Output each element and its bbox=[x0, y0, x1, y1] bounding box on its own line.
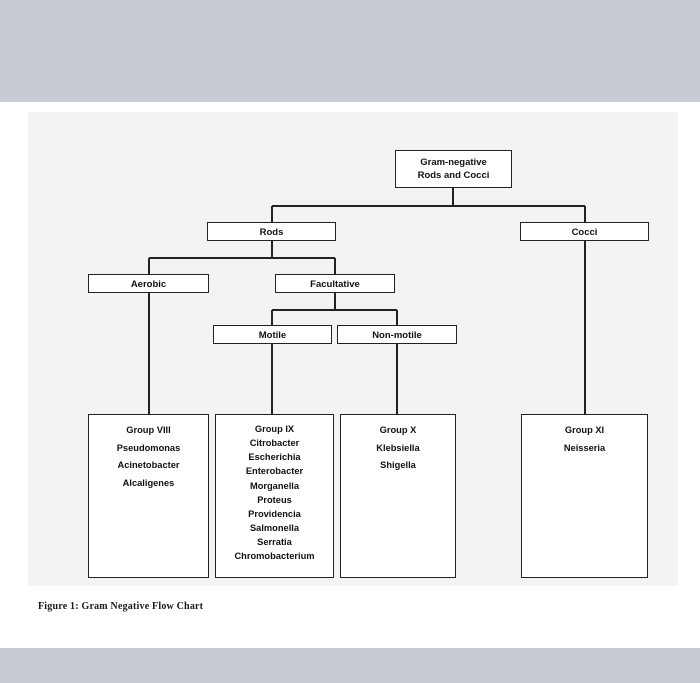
leaf-organism: Escherichia bbox=[248, 452, 301, 463]
leaf-title: Group IX bbox=[254, 424, 295, 434]
bottom-gray-band bbox=[0, 648, 700, 683]
leaf-organism: Proteus bbox=[257, 494, 292, 505]
node-nonmotile: Non-motile bbox=[337, 325, 457, 344]
node-aerobic: Aerobic bbox=[88, 274, 209, 293]
leaf-organism: Providencia bbox=[248, 508, 301, 519]
leaf-title: Group VIII bbox=[126, 425, 171, 435]
node-cocci-label: Cocci bbox=[571, 227, 598, 238]
node-nonmotile-label: Non-motile bbox=[372, 330, 422, 341]
leaf-organism: Shigella bbox=[380, 460, 416, 471]
leaf-organism: Enterobacter bbox=[245, 466, 304, 477]
node-root-line2: Rods and Cocci bbox=[417, 169, 490, 181]
node-facultative: Facultative bbox=[275, 274, 395, 293]
node-root-line1: Gram-negative bbox=[420, 157, 487, 168]
leaf-title: Group X bbox=[379, 425, 417, 435]
node-facultative-label: Facultative bbox=[310, 279, 360, 290]
node-root: Gram-negative Rods and Cocci bbox=[395, 150, 512, 188]
node-motile: Motile bbox=[213, 325, 332, 344]
leaf-organism: Salmonella bbox=[249, 522, 300, 533]
figure-caption: Figure 1: Gram Negative Flow Chart bbox=[38, 601, 204, 612]
node-rods: Rods bbox=[207, 222, 336, 241]
leaf-organism: Alcaligenes bbox=[122, 477, 175, 488]
node-aerobic-label: Aerobic bbox=[130, 279, 167, 290]
leaf-title: Group XI bbox=[564, 425, 605, 435]
node-cocci: Cocci bbox=[520, 222, 649, 241]
leaf-organism: Serratia bbox=[257, 537, 292, 547]
node-motile-label: Motile bbox=[258, 330, 287, 341]
leaf-box-group-xi: Group XI Neisseria bbox=[521, 414, 648, 578]
node-rods-label: Rods bbox=[259, 227, 284, 238]
top-gray-band bbox=[0, 0, 700, 102]
leaf-organism: Pseudomonas bbox=[116, 442, 181, 453]
leaf-organism: Chromobacterium bbox=[234, 551, 315, 562]
leaf-organism: Neisseria bbox=[563, 442, 606, 453]
leaf-organism: Acinetobacter bbox=[117, 460, 180, 471]
leaf-organism: Morganella bbox=[249, 480, 300, 491]
leaf-organism: Klebsiella bbox=[376, 442, 420, 453]
leaf-organism: Citrobacter bbox=[249, 438, 300, 449]
